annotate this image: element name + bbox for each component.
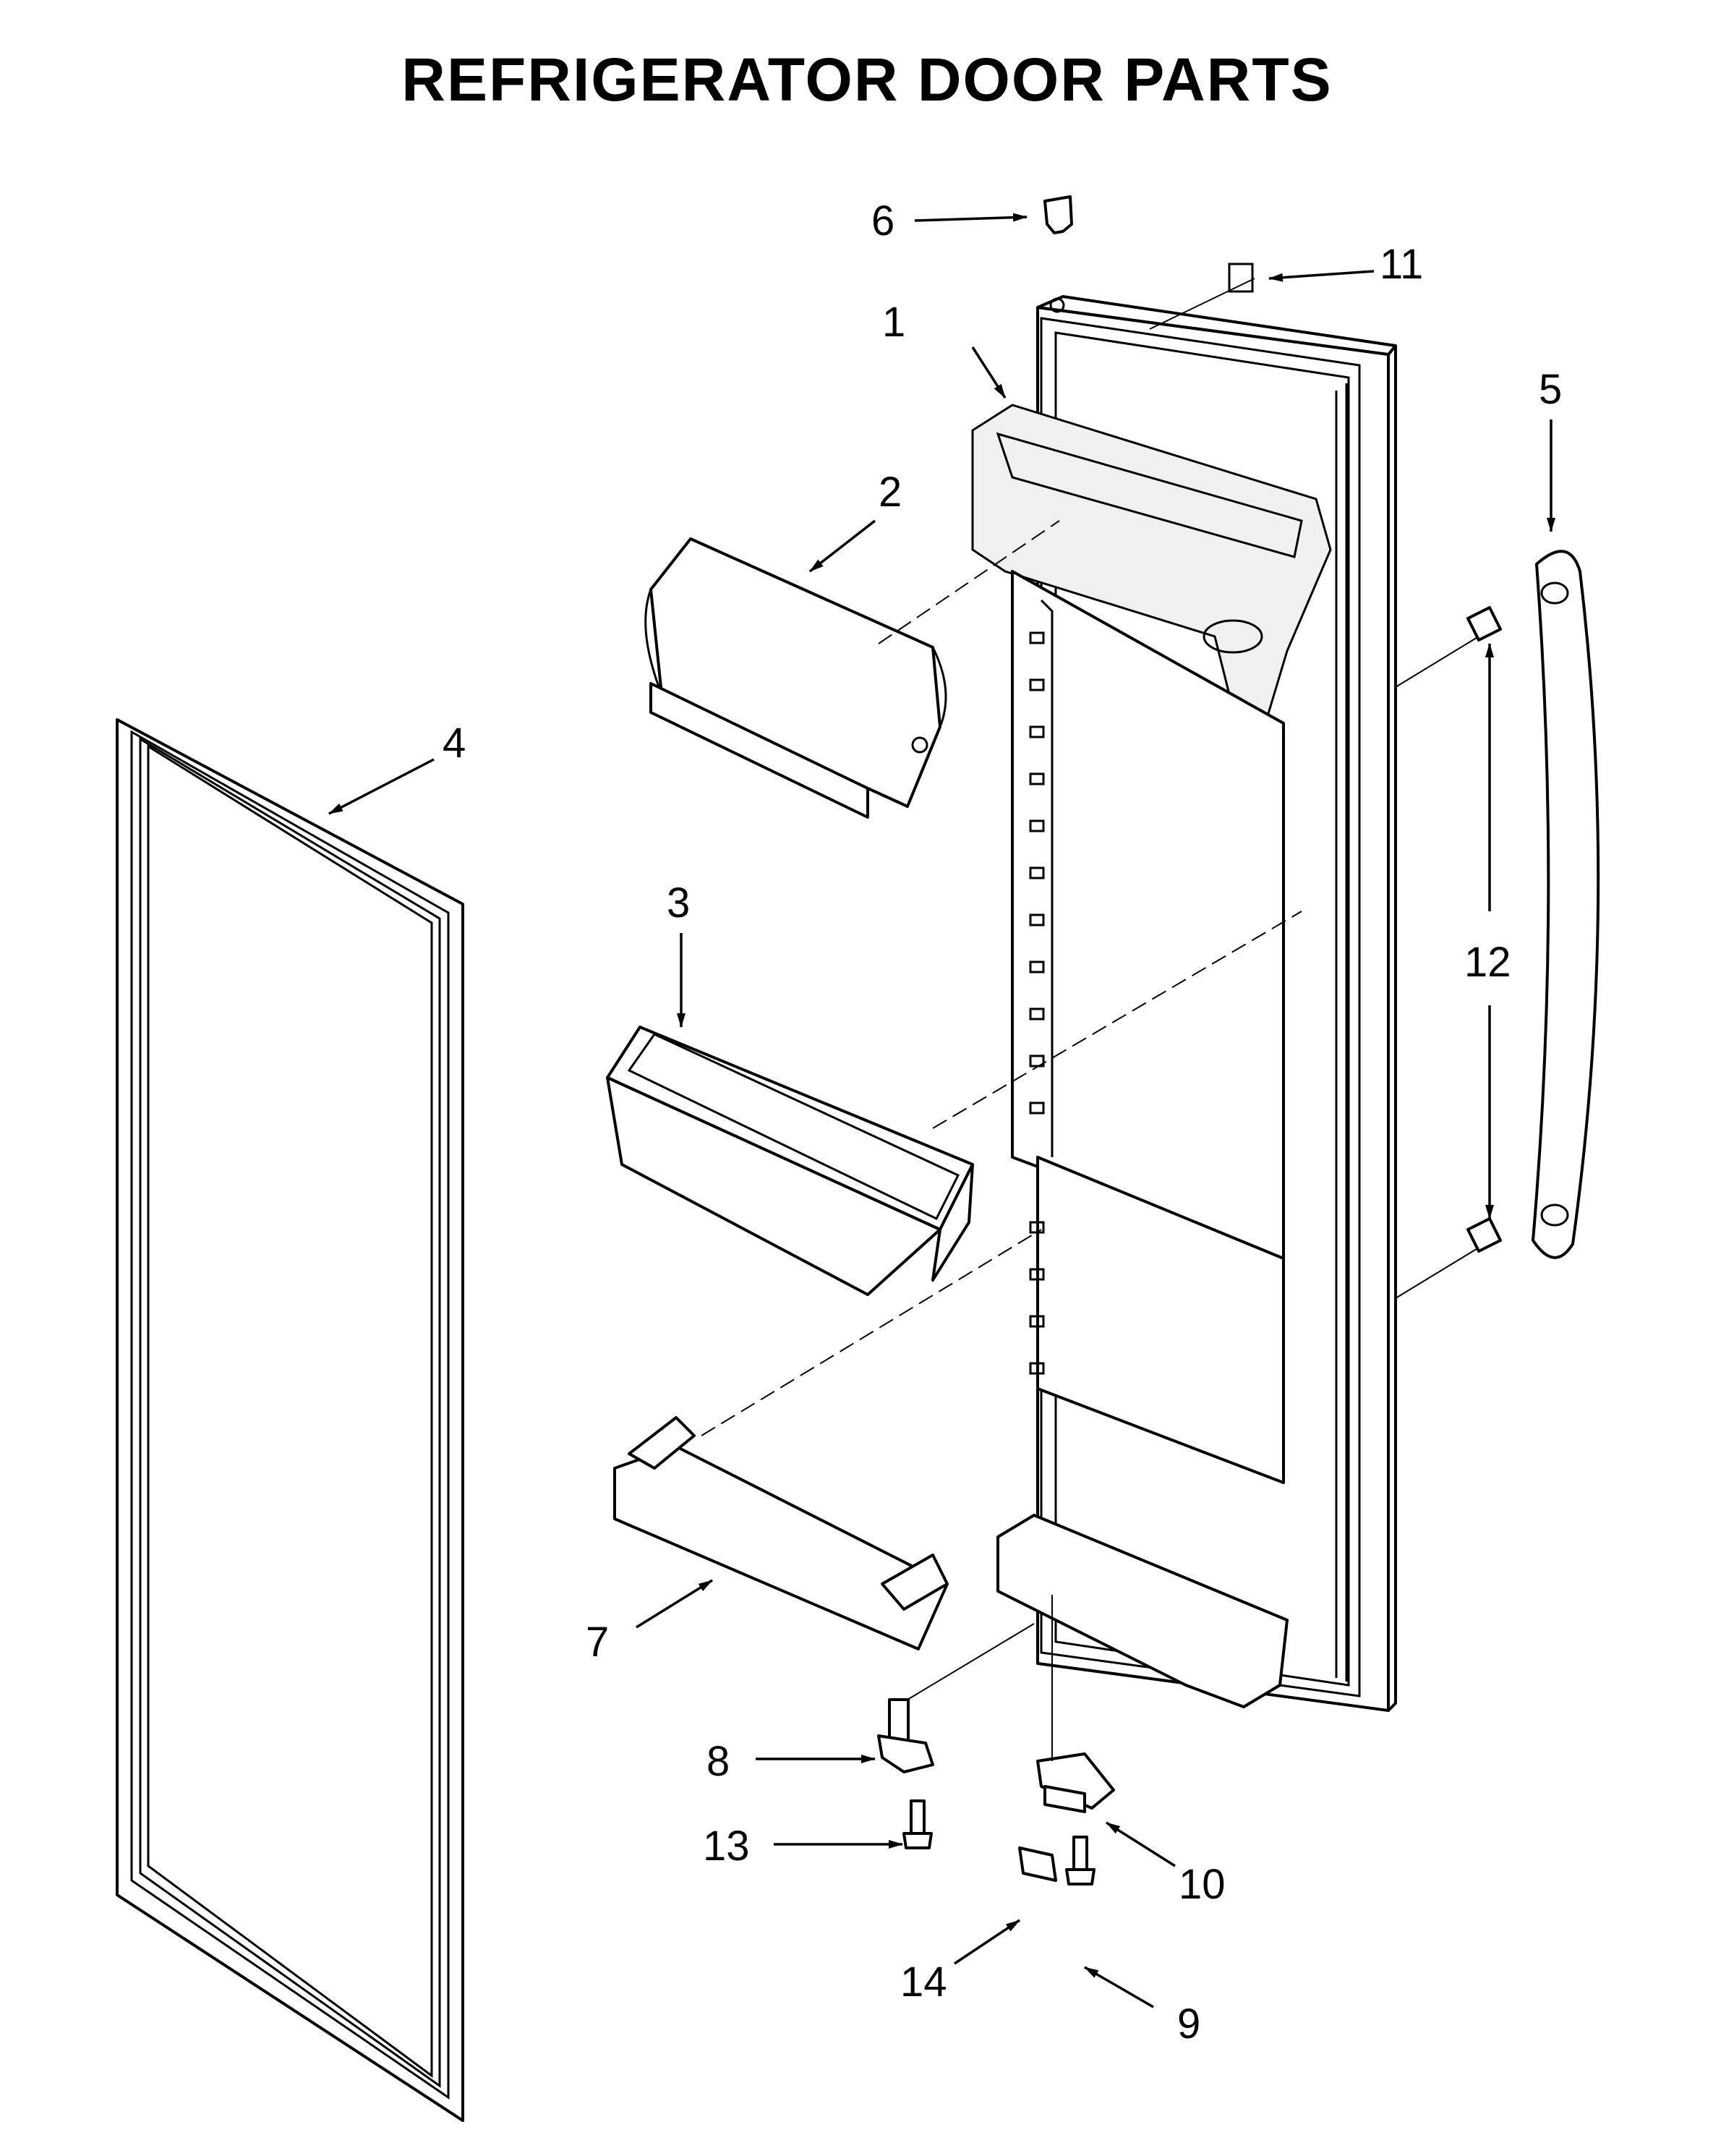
part-7-lower-bin (613, 1416, 949, 1650)
callout-8: 8 (706, 1738, 730, 1785)
callout-10: 10 (1179, 1861, 1226, 1908)
callout-arrows (328, 213, 1555, 2008)
callout-14: 14 (900, 1959, 947, 2006)
part-9-screw (1065, 1836, 1096, 1886)
part-5-door-handle (1532, 550, 1600, 1259)
part-6-hinge-bushing (1043, 195, 1073, 313)
part-14-clip (1018, 1846, 1057, 1882)
callout-1: 1 (882, 299, 905, 346)
part-2-dispenser-cover (644, 537, 947, 819)
callout-12: 12 (1464, 939, 1511, 986)
callout-2: 2 (879, 469, 902, 516)
callout-labels: 1 2 3 4 5 6 7 8 9 10 11 12 13 14 (443, 197, 1562, 2048)
part-3-door-bin (606, 1026, 974, 1296)
diagram-title: REFRIGERATOR DOOR PARTS (401, 46, 1333, 114)
assembly-guide-lines (701, 278, 1479, 1761)
part-13-screw (902, 1799, 933, 1849)
callout-4: 4 (443, 720, 466, 767)
callout-7: 7 (586, 1619, 609, 1666)
part-10-hinge-bracket (1036, 1752, 1115, 1813)
callout-5: 5 (1539, 366, 1562, 413)
part-8-hinge-pin (877, 1698, 934, 1773)
part-4-door-gasket (116, 718, 464, 2122)
part-1-door-liner (971, 295, 1397, 1712)
callout-11: 11 (1380, 241, 1423, 288)
callout-13: 13 (703, 1823, 750, 1870)
callout-3: 3 (667, 879, 690, 926)
callout-9: 9 (1177, 2001, 1200, 2048)
part-11-label (1228, 263, 1254, 293)
callout-6: 6 (871, 197, 894, 244)
shelf-peg-column (1029, 631, 1045, 1375)
part-12-handle-screws (1466, 606, 1502, 1253)
